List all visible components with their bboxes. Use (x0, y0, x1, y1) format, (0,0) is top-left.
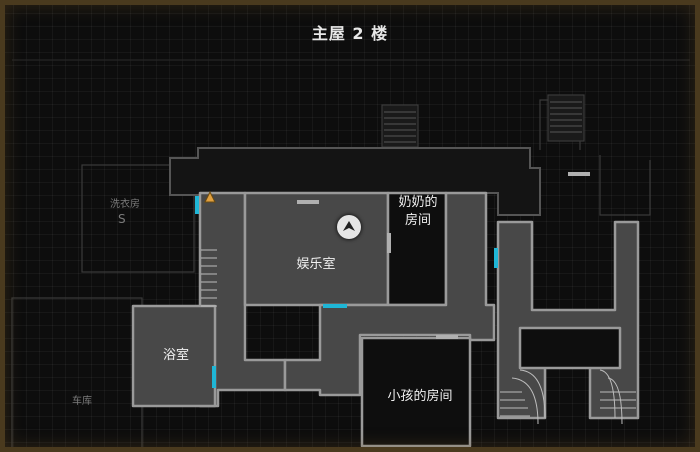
room-label-garage: 车库 (72, 396, 92, 407)
door-right-wing (494, 248, 498, 268)
floor-title: 主屋 2 楼 (311, 24, 389, 43)
room-label-grandma-line2: 房间 (404, 213, 431, 228)
player-arrow-icon[interactable] (337, 215, 361, 239)
room-label-game-room: 娱乐室 (296, 257, 336, 272)
right-stairs (500, 369, 636, 425)
room-label-laundry: 洗衣房 (110, 199, 140, 210)
grandma-room-floor (386, 191, 448, 307)
laundry-room-outline (81, 164, 195, 273)
game-room-floor (243, 191, 390, 307)
room-label-bathroom: 浴室 (162, 348, 189, 363)
bathroom-floor (131, 304, 217, 408)
kids-room-floor (360, 336, 472, 448)
doors (195, 196, 498, 388)
garage-outline (11, 297, 143, 449)
laundry-glyph: S (118, 212, 126, 226)
room-label-kids-room: 小孩的房间 (387, 389, 453, 404)
door-upper-left (195, 196, 199, 214)
objective-marker-icon[interactable] (203, 190, 217, 204)
main-floor (131, 191, 640, 448)
room-label-grandma-line1: 奶奶的 (398, 195, 438, 210)
door-game-room (323, 304, 347, 308)
left-stairs (201, 249, 217, 307)
door-bathroom (212, 366, 216, 388)
